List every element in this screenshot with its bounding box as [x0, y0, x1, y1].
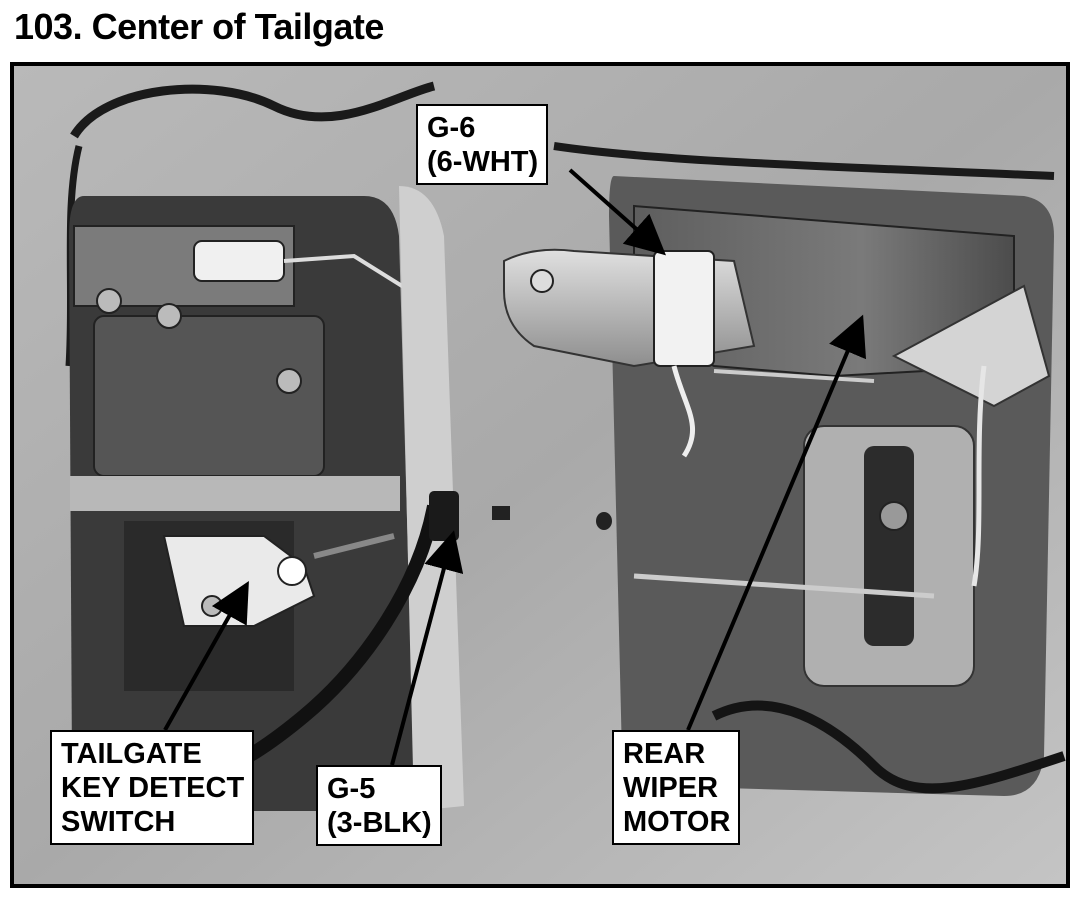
- callout-switch-line2: KEY DETECT: [61, 772, 245, 804]
- g6-connector: [653, 250, 715, 367]
- latch-rod-clip: [193, 240, 285, 282]
- bolt-2: [156, 303, 182, 329]
- latch-actuator-body: [93, 315, 325, 477]
- callout-wiper-line1: REAR: [623, 738, 706, 770]
- key-detect-switch-connector: [277, 556, 307, 586]
- panel-rib: [70, 476, 400, 511]
- panel-hole-2: [596, 512, 612, 530]
- callout-g6: G-6 (6-WHT): [416, 104, 549, 185]
- bolt-4: [201, 595, 223, 617]
- callout-g6-line2: (6-WHT): [427, 146, 539, 178]
- sealant-bead-top-right: [553, 142, 1055, 180]
- callout-wiper-line2: WIPER: [623, 772, 719, 804]
- panel-hole-1: [492, 506, 510, 520]
- lock-rod: [313, 533, 395, 559]
- latch-rod-vertical: [971, 365, 987, 587]
- g5-connector: [429, 491, 459, 541]
- callout-tailgate-key-detect-switch: TAILGATE KEY DETECT SWITCH: [50, 730, 255, 845]
- bolt-1: [96, 288, 122, 314]
- callout-g5-line2: (3-BLK): [327, 807, 432, 839]
- callout-g5-line1: G-5: [327, 773, 376, 805]
- callout-switch-line3: SWITCH: [61, 806, 176, 838]
- sealant-bead-top-left: [70, 81, 436, 139]
- page-title: 103. Center of Tailgate: [14, 6, 384, 47]
- wiper-link-bracket: [891, 284, 1051, 408]
- callout-rear-wiper-motor: REAR WIPER MOTOR: [612, 730, 741, 845]
- callout-g6-line1: G-6: [427, 112, 476, 144]
- callout-g5: G-5 (3-BLK): [316, 765, 442, 846]
- callout-switch-line1: TAILGATE: [61, 738, 202, 770]
- latch-bolt: [879, 501, 909, 531]
- bracket-bolt: [530, 269, 554, 293]
- tailgate-latch-mechanism: [864, 446, 914, 646]
- bolt-3: [276, 368, 302, 394]
- callout-wiper-line3: MOTOR: [623, 806, 731, 838]
